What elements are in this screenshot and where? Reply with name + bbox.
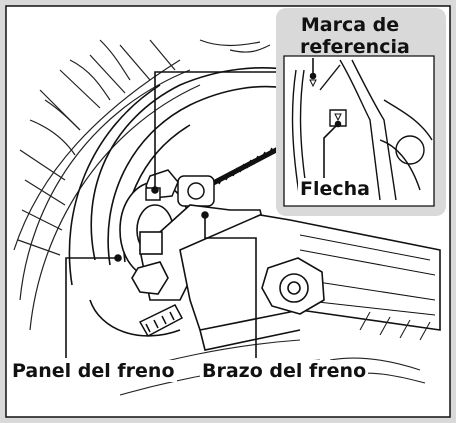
reference-mark-label-line2: referencia [300,36,410,58]
axle-nut [261,257,325,315]
inset-box [276,8,446,216]
leader-lines [65,58,342,358]
reference-mark-label-line1: Marca de [300,14,400,36]
reference-mark-label: Marca de referencia [300,14,410,58]
arrow-label: Flecha [298,178,372,200]
tire-tread [13,39,271,331]
adjusting-nut [145,169,215,207]
arrow-mark-icon [334,113,342,122]
brake-arm-label: Brazo del freno [200,360,369,382]
brake-panel-label: Panel del freno [10,360,177,382]
reference-mark-icon [309,79,317,88]
bottom-bolt [138,304,184,338]
